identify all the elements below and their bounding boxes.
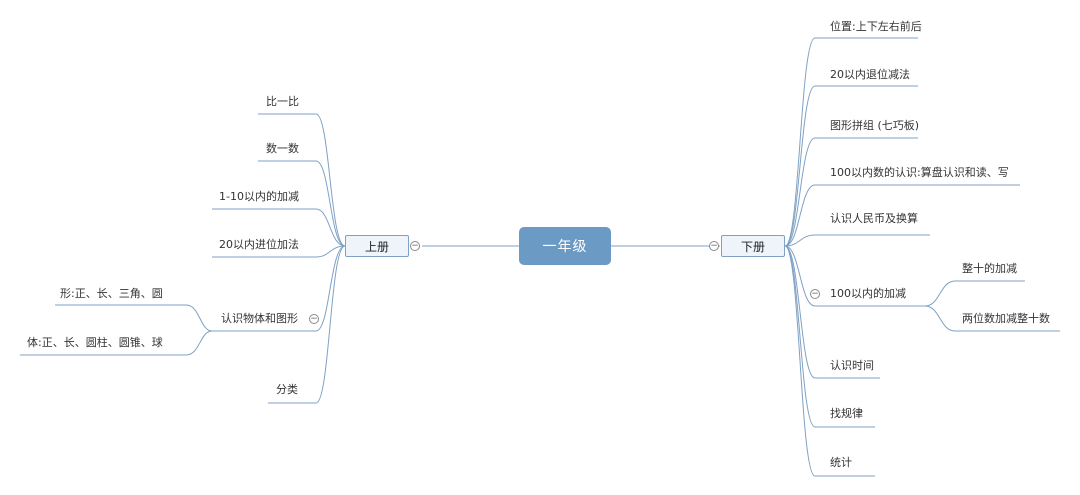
subtopic-right[interactable]: 100以内的加减 [830, 287, 906, 300]
subtopic-left[interactable]: 认识物体和图形 [221, 312, 298, 325]
main-topic-right-label: 下册 [740, 239, 765, 254]
subtopic-right[interactable]: 找规律 [830, 407, 863, 420]
subtopic-left[interactable]: 数一数 [266, 142, 299, 155]
collapse-minus-icon[interactable]: − [410, 240, 420, 251]
root-topic[interactable]: 一年级 [519, 227, 611, 265]
leaf-topic-left[interactable]: 体:正、长、圆柱、圆锥、球 [27, 336, 163, 349]
subtopic-left[interactable]: 比一比 [266, 95, 299, 108]
root-topic-label: 一年级 [542, 239, 588, 255]
leaf-topic-right[interactable]: 整十的加减 [962, 262, 1017, 275]
subtopic-right[interactable]: 图形拼组 (七巧板) [830, 119, 920, 132]
subtopic-right[interactable]: 认识人民币及换算 [830, 212, 918, 225]
subtopic-right[interactable]: 20以内退位减法 [830, 68, 910, 81]
collapse-minus-icon[interactable]: − [709, 240, 719, 251]
subtopic-right[interactable]: 统计 [830, 456, 852, 469]
main-topic-right[interactable]: 下册 [721, 235, 785, 257]
collapse-minus-icon[interactable]: − [309, 313, 319, 324]
subtopic-left[interactable]: 20以内进位加法 [219, 238, 299, 251]
main-topic-left-label: 上册 [364, 239, 389, 254]
subtopic-right[interactable]: 位置:上下左右前后 [830, 20, 922, 33]
subtopic-right[interactable]: 100以内数的认识:算盘认识和读、写 [830, 166, 1009, 179]
leaf-topic-right[interactable]: 两位数加减整十数 [962, 312, 1050, 325]
subtopic-left[interactable]: 分类 [276, 383, 298, 396]
subtopic-left[interactable]: 1-10以内的加减 [219, 190, 299, 203]
collapse-minus-icon[interactable]: − [810, 288, 820, 299]
main-topic-left[interactable]: 上册 [345, 235, 409, 257]
leaf-topic-left[interactable]: 形:正、长、三角、圆 [60, 287, 163, 300]
subtopic-right[interactable]: 认识时间 [830, 359, 874, 372]
